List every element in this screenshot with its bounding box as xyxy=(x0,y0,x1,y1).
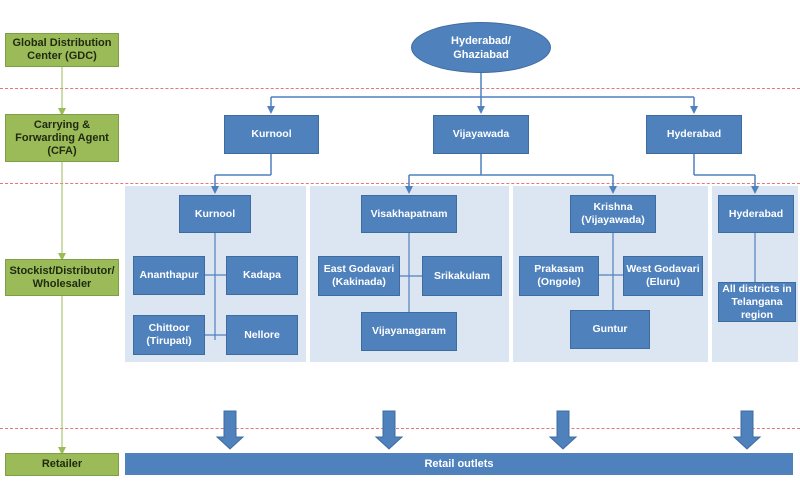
separator-line-3 xyxy=(0,428,800,429)
district-ananthapur: Ananthapur xyxy=(133,256,205,295)
stockist-head-visakhapatnam: Visakhapatnam xyxy=(361,195,457,233)
stockist-head-hyderabad: Hyderabad xyxy=(718,195,794,233)
retail-outlets-bar: Retail outlets xyxy=(125,453,793,475)
district-chittoor: Chittoor (Tirupati) xyxy=(133,315,205,355)
top-node-hyderabad-ghaziabad: Hyderabad/ Ghaziabad xyxy=(411,22,551,73)
district-all-telangana: All districts in Telangana region xyxy=(718,282,796,322)
down-arrow-icon xyxy=(732,410,762,450)
level-gdc: Global Distribution Center (GDC) xyxy=(5,33,119,67)
cfa-node-kurnool: Kurnool xyxy=(224,115,319,154)
district-prakasam: Prakasam (Ongole) xyxy=(519,256,599,296)
separator-line-1 xyxy=(0,88,800,89)
stockist-head-krishna: Krishna (Vijayawada) xyxy=(570,195,656,233)
district-srikakulam: Srikakulam xyxy=(422,256,502,296)
down-arrow-icon xyxy=(215,410,245,450)
district-east-godavari: East Godavari (Kakinada) xyxy=(318,256,400,296)
level-stockist: Stockist/Distributor/ Wholesaler xyxy=(5,259,119,296)
district-kadapa: Kadapa xyxy=(226,256,298,295)
down-arrow-icon xyxy=(374,410,404,450)
separator-line-2 xyxy=(0,183,800,184)
district-west-godavari: West Godavari (Eluru) xyxy=(623,256,703,296)
level-cfa: Carrying & Forwarding Agent (CFA) xyxy=(5,114,119,162)
district-vijayanagaram: Vijayanagaram xyxy=(361,312,457,351)
stockist-head-kurnool: Kurnool xyxy=(179,195,251,233)
cfa-node-hyderabad: Hyderabad xyxy=(646,115,742,154)
district-nellore: Nellore xyxy=(226,315,298,355)
cfa-node-vijayawada: Vijayawada xyxy=(433,115,529,154)
down-arrow-icon xyxy=(548,410,578,450)
district-guntur: Guntur xyxy=(570,310,650,349)
level-retailer: Retailer xyxy=(5,453,119,476)
